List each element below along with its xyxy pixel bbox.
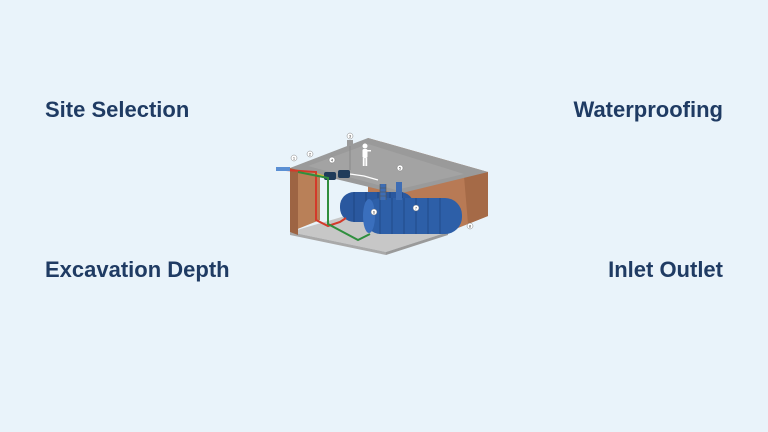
callout-2: 2 [306, 150, 314, 158]
slab-edge-right [386, 232, 448, 255]
inlet-stub [276, 167, 290, 171]
svg-text:3: 3 [349, 133, 352, 138]
person-figure [362, 143, 371, 166]
excavation-depth-label: Excavation Depth [45, 257, 230, 282]
site-selection-label: Site Selection [45, 97, 190, 122]
outlet-pipe [297, 171, 371, 242]
pump-unit [324, 172, 336, 180]
callout-3: 3 [346, 132, 354, 140]
pipe-white [349, 173, 379, 181]
svg-text:7: 7 [415, 205, 418, 210]
callout-6: 6 [370, 208, 378, 216]
vent-head [347, 140, 353, 146]
inlet-outlet-label: Inlet Outlet [608, 257, 723, 282]
underground-tank-installation-diagram: 1 2 3 4 5 6 7 8 [276, 132, 488, 255]
callout-7: 7 [412, 204, 420, 212]
callout-1: 1 [290, 154, 298, 162]
pump-unit-2 [338, 170, 350, 178]
waterproofing-label: Waterproofing [573, 97, 724, 122]
svg-text:4: 4 [331, 157, 334, 162]
soil-back-wall-shade [464, 172, 488, 224]
svg-text:2: 2 [309, 151, 312, 156]
callouts: 1 2 3 4 5 6 7 8 [290, 132, 474, 230]
ground-surface-light [308, 144, 464, 190]
svg-text:5: 5 [399, 165, 402, 170]
soil-left-front [290, 168, 298, 235]
svg-text:8: 8 [469, 223, 472, 228]
callout-4: 4 [328, 156, 336, 164]
access-shaft-2 [396, 182, 402, 200]
slab-edge [290, 232, 386, 255]
storage-tank-front [363, 198, 462, 234]
svg-text:1: 1 [293, 155, 296, 160]
callout-8: 8 [466, 222, 474, 230]
inlet-pipe [285, 169, 347, 228]
callout-5: 5 [396, 164, 404, 172]
ladder [379, 184, 387, 200]
svg-text:6: 6 [373, 209, 376, 214]
